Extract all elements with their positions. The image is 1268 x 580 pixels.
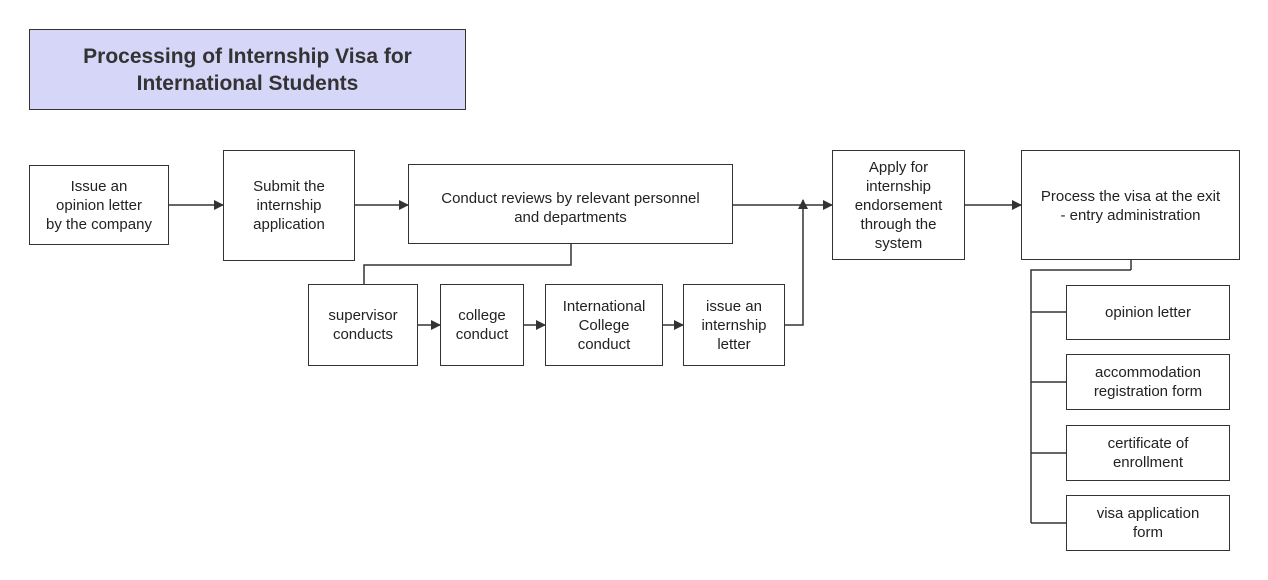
node-submit-application: Submit the internship application <box>223 150 355 261</box>
arrow-letter-to-apply-line <box>785 199 808 326</box>
node-conduct-reviews: Conduct reviews by relevant personnel an… <box>408 164 733 244</box>
diagram-title-text: Processing of Internship Visa for Intern… <box>83 44 412 95</box>
tree-trunk <box>1030 269 1131 523</box>
node-supervisor: supervisor conducts <box>308 284 418 366</box>
node-accommodation: accommodation registration form <box>1066 354 1230 410</box>
diagram-title: Processing of Internship Visa for Intern… <box>29 29 466 110</box>
node-certificate: certificate of enrollment <box>1066 425 1230 481</box>
node-college: college conduct <box>440 284 524 366</box>
node-visa-form: visa application form <box>1066 495 1230 551</box>
node-apply-endorsement: Apply for internship endorsement through… <box>832 150 965 260</box>
node-process-visa: Process the visa at the exit - entry adm… <box>1021 150 1240 260</box>
node-issue-letter: issue an internship letter <box>683 284 785 366</box>
node-intl-college: International College conduct <box>545 284 663 366</box>
node-issue-opinion: Issue an opinion letter by the company <box>29 165 169 245</box>
connector-reviews-to-supervisor <box>363 244 572 284</box>
node-opinion-letter: opinion letter <box>1066 285 1230 340</box>
